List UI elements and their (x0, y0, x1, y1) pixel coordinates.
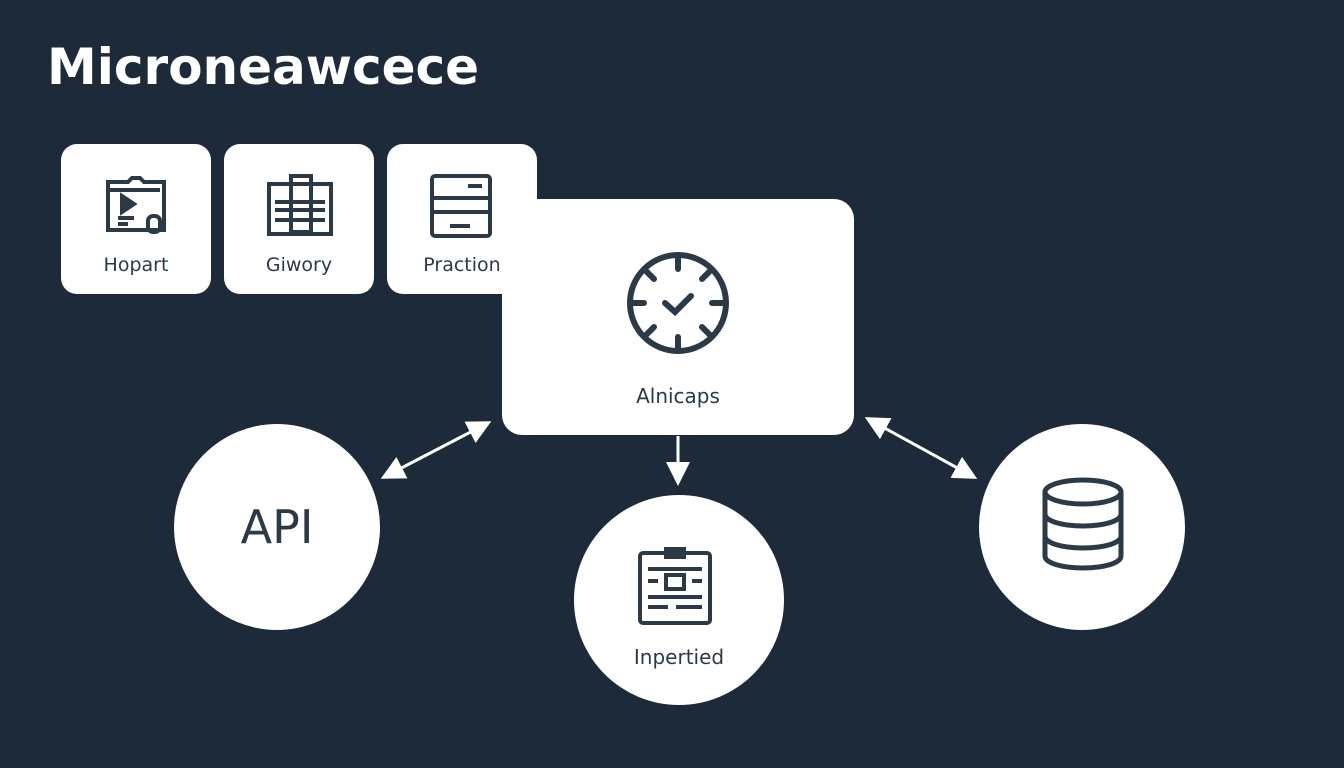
gear-check-icon (627, 252, 729, 354)
card-giwory[interactable]: Giwory (224, 144, 374, 294)
arrow-api-central (380, 421, 492, 479)
page-title: Microneawcece (47, 38, 480, 96)
document-stack-icon (267, 174, 333, 236)
arrow-central-database (864, 417, 978, 479)
id-card-icon (638, 547, 712, 625)
inpertied-node[interactable]: Inpertied (574, 495, 784, 705)
inpertied-label: Inpertied (633, 645, 725, 669)
video-window-icon (106, 176, 166, 234)
database-node[interactable] (979, 424, 1185, 630)
card-label: Hopart (103, 254, 169, 276)
database-icon (1042, 477, 1124, 571)
card-label: Giwory (265, 254, 333, 276)
form-list-icon (430, 174, 492, 238)
api-node[interactable]: API (174, 424, 380, 630)
card-hopart[interactable]: Hopart (61, 144, 211, 294)
card-label: Praction (423, 254, 501, 276)
central-label: Alnicaps (636, 384, 720, 408)
central-service-card[interactable]: Alnicaps (502, 199, 854, 435)
api-label: API (240, 500, 314, 554)
